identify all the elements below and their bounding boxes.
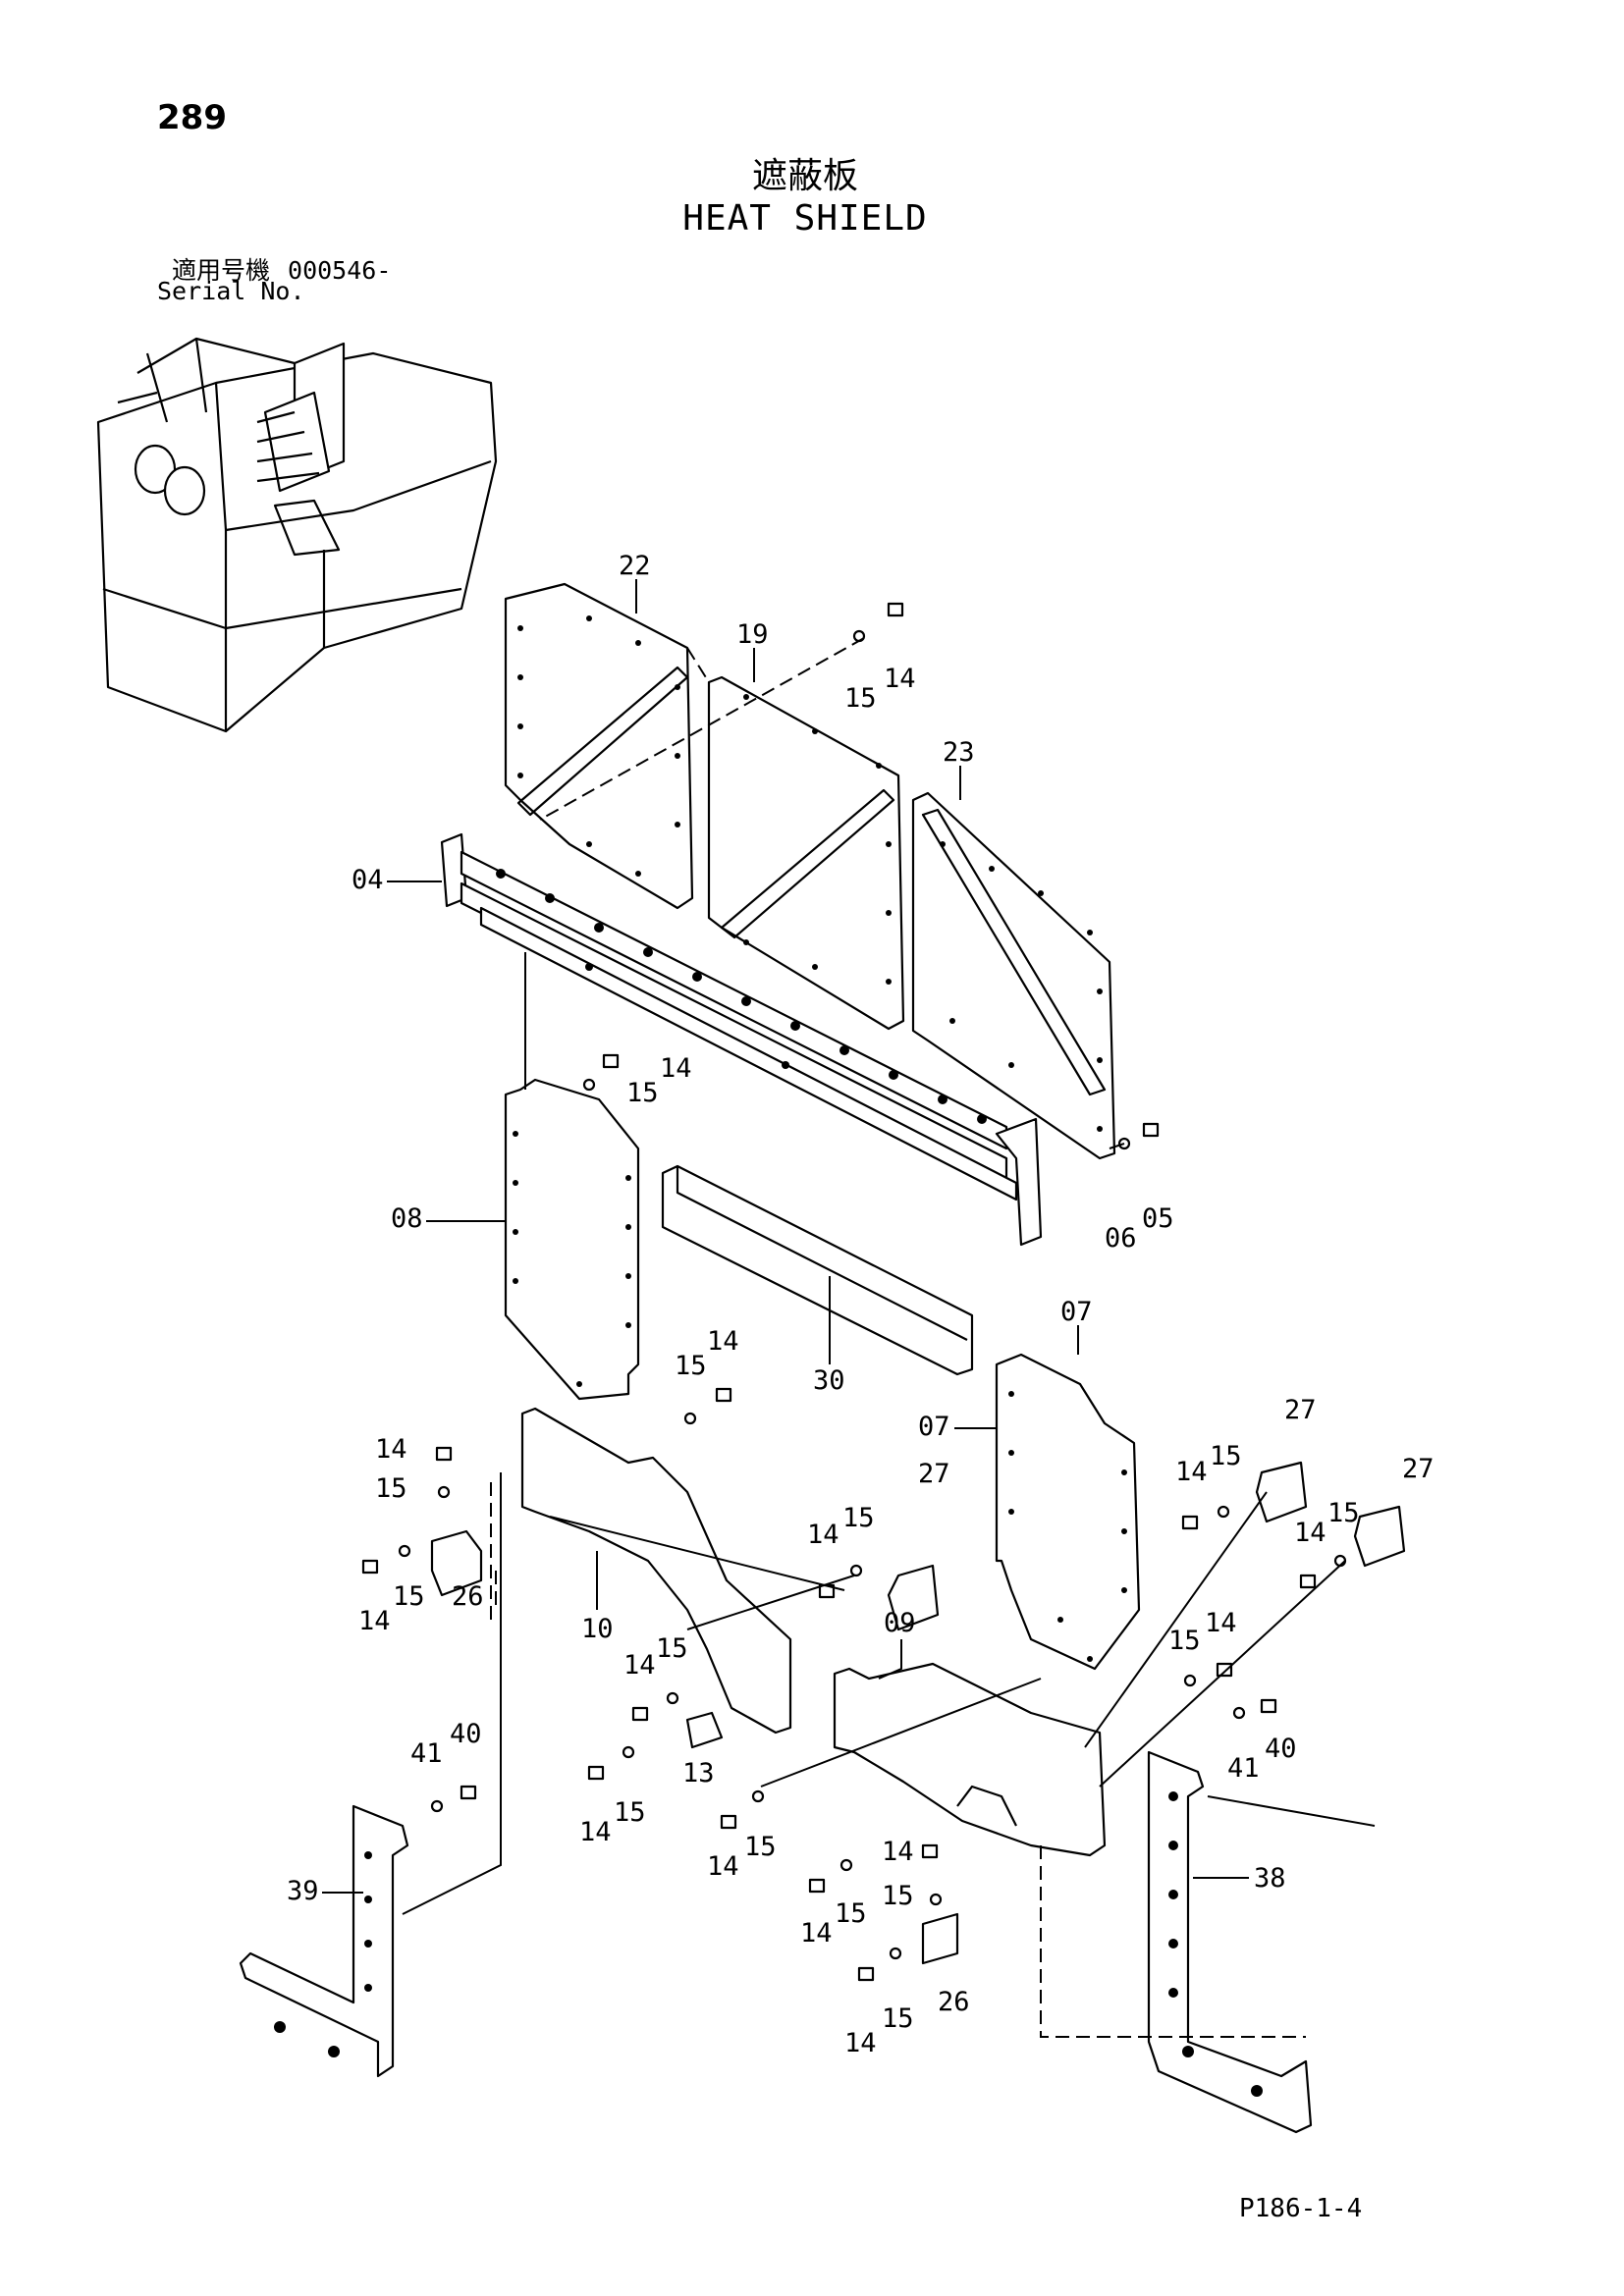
callout-41-a: 41 <box>410 1738 443 1769</box>
callout-15-o: 15 <box>882 2003 914 2034</box>
callout-14-f: 14 <box>807 1520 839 1550</box>
callout-14-o: 14 <box>844 2028 877 2058</box>
callout-08: 08 <box>391 1203 423 1234</box>
callout-15-g: 15 <box>375 1473 407 1504</box>
callout-07-a: 07 <box>1060 1297 1093 1327</box>
part-10-bracket <box>520 1407 792 1735</box>
callout-15-n: 15 <box>882 1881 914 1911</box>
part-04-frame-rail <box>440 832 1043 1247</box>
callout-14-i: 14 <box>623 1650 656 1681</box>
fasteners <box>361 602 1347 1982</box>
callout-15-c: 15 <box>675 1351 707 1381</box>
callout-15-k: 15 <box>1168 1626 1201 1656</box>
machine-locator-view <box>96 337 498 733</box>
serial-label-english: Serial No. <box>157 277 305 305</box>
callout-19: 19 <box>736 619 769 650</box>
callout-14-g: 14 <box>375 1434 407 1465</box>
callout-15-f: 15 <box>842 1503 875 1533</box>
callout-15-m: 15 <box>835 1898 867 1929</box>
part-19-center-panel <box>707 675 905 1031</box>
callout-09: 09 <box>884 1608 916 1638</box>
title-english: HEAT SHIELD <box>682 198 928 239</box>
part-07-plate <box>995 1353 1141 1671</box>
callout-14-d: 14 <box>1175 1457 1208 1487</box>
callout-15-a: 15 <box>844 683 877 714</box>
callout-15-i: 15 <box>656 1633 688 1664</box>
callout-14-l: 14 <box>707 1851 739 1882</box>
callout-26-a: 26 <box>452 1581 484 1612</box>
part-09-bracket <box>833 1662 1107 1857</box>
callout-14-m: 14 <box>800 1918 833 1949</box>
callouts: 22 19 23 04 15 14 14 15 08 06 05 30 15 1… <box>287 551 1435 2058</box>
callout-14-n: 14 <box>882 1837 914 1867</box>
serial-line: 適用号機 000546- <box>172 251 408 287</box>
callout-15-l: 15 <box>744 1832 777 1862</box>
callout-06: 06 <box>1105 1223 1137 1254</box>
callout-39: 39 <box>287 1876 319 1906</box>
callout-30: 30 <box>813 1365 845 1396</box>
callout-14-j: 14 <box>579 1817 612 1847</box>
part-39-channel <box>239 1804 409 2078</box>
callout-15-d: 15 <box>1210 1441 1242 1471</box>
serial-value: 000546- <box>288 256 392 285</box>
callout-40-a: 40 <box>450 1719 482 1749</box>
callout-27-b: 27 <box>1402 1454 1435 1484</box>
callout-41-b: 41 <box>1227 1753 1260 1784</box>
part-30-angle <box>661 1164 974 1376</box>
callout-27-c: 27 <box>918 1459 950 1489</box>
part-08-plate <box>504 1078 640 1401</box>
title-japanese: 遮蔽板 <box>751 156 858 196</box>
callout-27-a: 27 <box>1284 1395 1317 1425</box>
callout-15-b: 15 <box>626 1078 659 1108</box>
part-38-channel <box>1147 1750 1313 2134</box>
page-number: 289 <box>157 98 227 137</box>
callout-14-c: 14 <box>707 1326 739 1357</box>
small-brackets <box>430 1461 1406 1965</box>
callout-22: 22 <box>619 551 651 581</box>
callout-38: 38 <box>1254 1863 1286 1894</box>
page-code: P186-1-4 <box>1239 2194 1363 2223</box>
callout-23: 23 <box>943 737 975 768</box>
callout-14-a: 14 <box>884 664 916 694</box>
callout-14-e: 14 <box>1294 1518 1326 1548</box>
callout-26-b: 26 <box>938 1987 970 2017</box>
assembly-lines <box>402 637 1376 2038</box>
callout-15-h: 15 <box>393 1581 425 1612</box>
serial-label-japanese: 適用号機 <box>172 256 271 285</box>
part-23-side-panel <box>911 791 1116 1160</box>
callout-15-j: 15 <box>614 1797 646 1828</box>
callout-15-e: 15 <box>1327 1498 1360 1528</box>
callout-13: 13 <box>682 1758 715 1789</box>
callout-07-b: 07 <box>918 1412 950 1442</box>
callout-05: 05 <box>1142 1203 1174 1234</box>
callout-14-b: 14 <box>660 1053 692 1084</box>
callout-14-h: 14 <box>358 1606 391 1636</box>
callout-14-k: 14 <box>1205 1608 1237 1638</box>
callout-40-b: 40 <box>1265 1734 1297 1764</box>
part-22-side-panel <box>504 582 694 910</box>
callout-04: 04 <box>352 865 384 895</box>
callout-10: 10 <box>581 1614 614 1644</box>
